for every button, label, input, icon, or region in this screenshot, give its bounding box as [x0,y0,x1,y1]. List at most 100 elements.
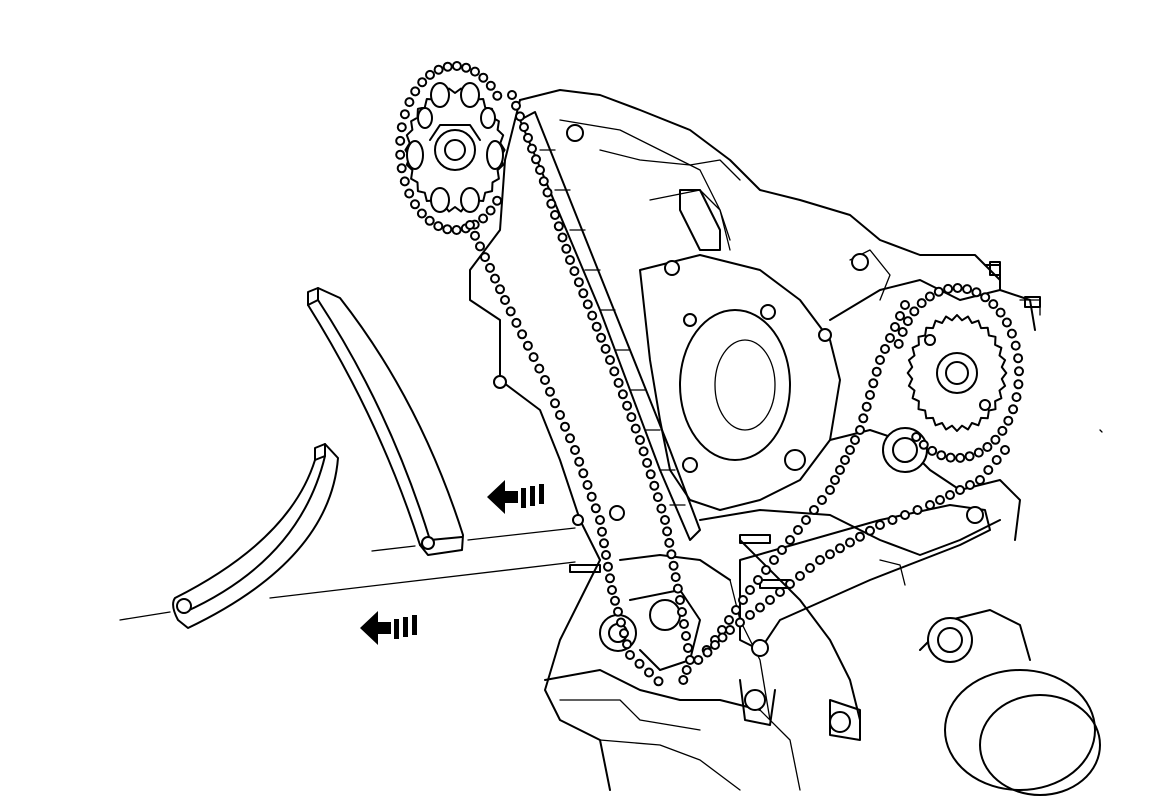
chain-link [927,445,938,456]
chain-link [535,165,545,175]
chain-link [871,366,882,377]
chain-link [591,321,602,332]
chain-link [490,273,500,284]
chain-link [565,255,575,265]
chain-link [595,515,605,525]
chain-link [858,413,869,424]
chain-link [610,595,620,606]
camshaft-sprocket-left [404,82,506,213]
chain-link [1000,445,1010,455]
chain-link [590,503,601,514]
chain-link [561,243,572,254]
chain-link [635,435,645,445]
chain-link [396,122,407,133]
chain-link [880,344,890,354]
chain-link [416,208,427,219]
chain-link [404,97,415,108]
chain-guide-lower [172,443,339,629]
chain-link [399,109,410,120]
chain-link [983,465,994,475]
chain-link [765,595,775,605]
chain-link [451,61,462,71]
chain-link [442,224,453,235]
chain-link [519,122,529,133]
chain-link [545,386,555,397]
chain-link [550,210,560,220]
chain-link [668,560,679,571]
chain-link [442,61,453,72]
chain-link [461,62,472,73]
chain-link [679,619,689,629]
chain-link [1003,415,1014,426]
chain-link [890,322,900,332]
chain-link [527,143,537,154]
chain-link [573,277,584,288]
chain-link [404,188,415,199]
chain-guide-upper [307,287,464,556]
chain-link [662,526,673,537]
chain-link [1014,366,1024,377]
chain-link [805,563,815,573]
chain-link [475,241,485,252]
chain-link [982,442,993,452]
chain-link [485,205,496,216]
chain-link [793,525,803,535]
chain-link [599,538,609,549]
chain-link [845,537,855,548]
chain-link [582,299,593,310]
chain-link [785,535,795,545]
chain-link [395,149,406,160]
chain-link [622,639,632,650]
chain-link [652,492,663,503]
chain-link [991,455,1002,465]
chain-link [710,640,720,650]
removal-arrow-upper [487,480,544,514]
chain-link [417,77,428,88]
chain-link [578,288,589,299]
chain-link [399,176,410,187]
chain-link [900,300,910,310]
chain-link [638,446,649,457]
chain-link [492,90,503,101]
timing-chain-right [693,283,1024,665]
chain-link [410,199,420,210]
chain-link [868,378,879,389]
chain-link [570,445,580,455]
chain-link [702,647,713,658]
chain-link [616,617,626,628]
chain-link [845,445,855,455]
chain-link [587,310,598,321]
chain-link [769,555,779,565]
chain-link [603,561,613,572]
chain-link [753,575,763,585]
chain-link [480,252,490,263]
chain-link [717,632,728,643]
chain-link [645,469,656,480]
chain-link [825,549,835,560]
chain-link [809,505,819,515]
chain-link [935,495,945,505]
chain-link [900,510,910,520]
chain-link [528,352,539,363]
chain-link [555,410,565,420]
chain-link [470,66,480,77]
chain-link [777,545,787,555]
chain-link [540,375,550,385]
chain-link [478,72,489,83]
chain-link [517,329,528,340]
chain-link [507,90,517,100]
chain-link [485,80,496,91]
chain-link [656,503,667,514]
chain-link [955,452,966,463]
chain-link [586,491,597,502]
chain-link [971,287,982,298]
chain-link [582,480,593,490]
chain-link [644,667,654,678]
chain-link [962,284,973,295]
chain-link [653,676,664,687]
chain-link [425,69,435,80]
removal-arrow-lower [360,611,417,645]
chain-link [670,572,681,583]
chain-link [607,585,617,595]
chain-link [943,283,954,294]
